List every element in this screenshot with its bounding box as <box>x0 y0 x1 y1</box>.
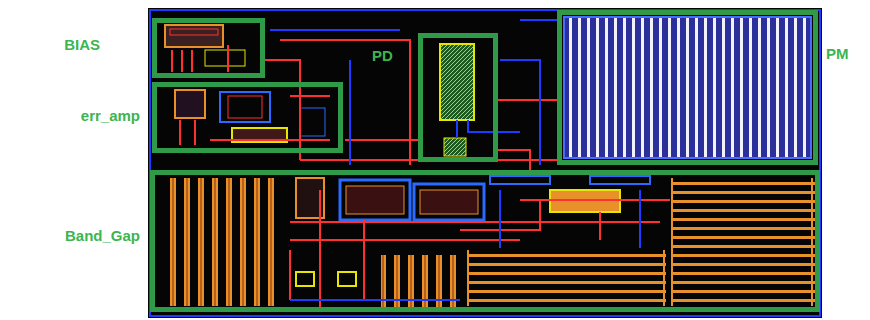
block-label: err_amp <box>81 108 140 125</box>
block-label: PD <box>372 48 393 65</box>
layout-block: Band_Gap <box>150 170 820 312</box>
block-label: Band_Gap <box>65 228 140 245</box>
layout-block: PM <box>557 10 818 165</box>
layout-block: BIAS <box>152 18 265 78</box>
layout-block: err_amp <box>152 82 343 153</box>
layout-block: PD <box>418 33 498 162</box>
block-label: BIAS <box>64 37 100 54</box>
block-label: PM <box>826 46 849 63</box>
